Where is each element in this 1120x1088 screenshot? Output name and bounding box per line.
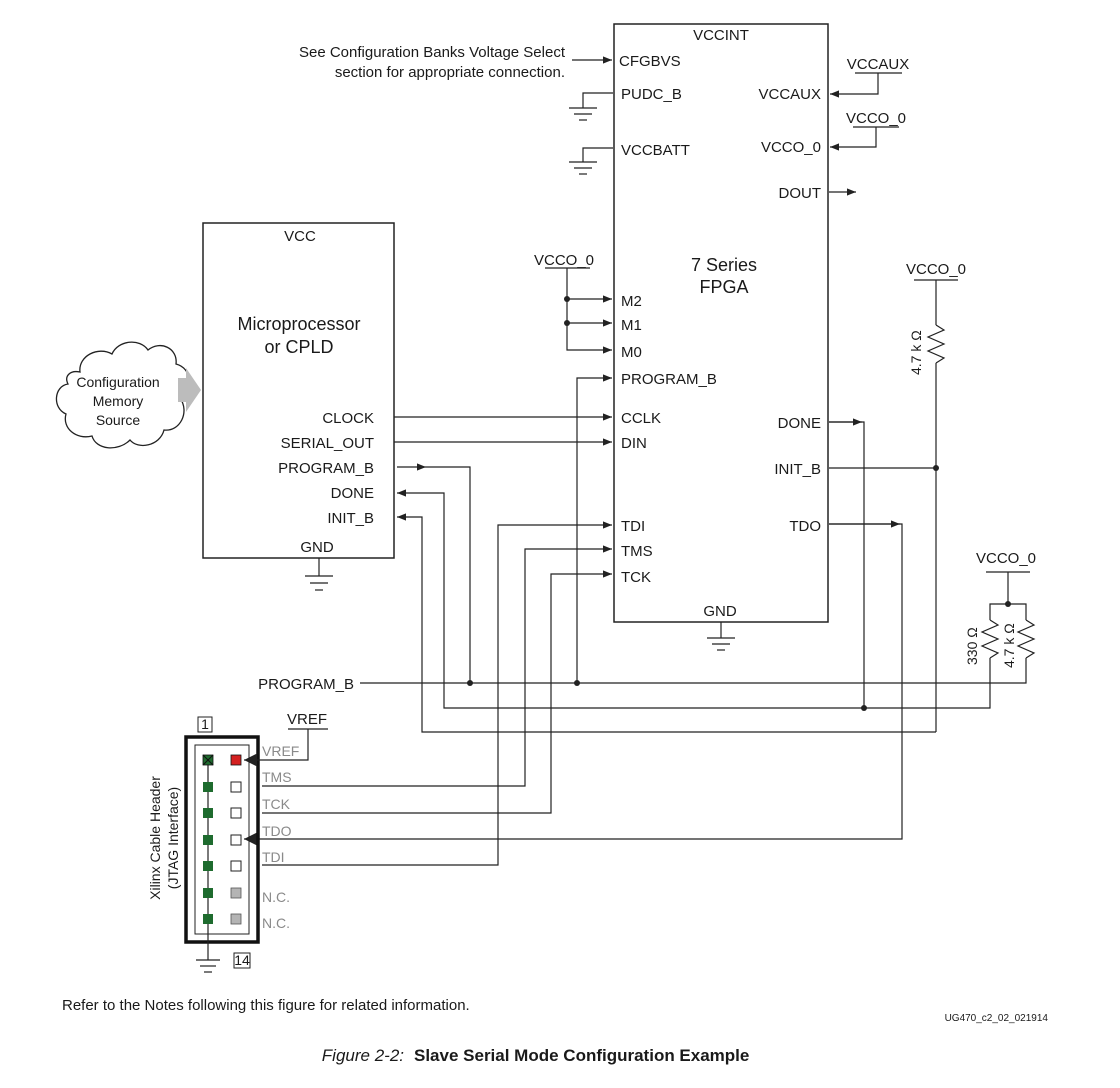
tck-net [262, 570, 612, 814]
header-pin-tms: TMS [262, 769, 292, 785]
fpga-block: VCCINT 7 Series FPGA GND CFGBVS PUDC_B V… [613, 23, 829, 623]
mcu-pin-clock: CLOCK [322, 410, 374, 427]
mcu-gnd-label: GND [300, 539, 334, 556]
pin-cfgbvs: CFGBVS [619, 53, 681, 70]
pin-dout: DOUT [779, 185, 822, 202]
mode-vcco-label: VCCO_0 [534, 252, 594, 269]
vref-supply: VREF [244, 711, 328, 767]
init-vcco-label: VCCO_0 [906, 261, 966, 278]
mcu-vcc-label: VCC [284, 228, 316, 245]
figure-caption-prefix: Figure 2-2: [322, 1046, 404, 1065]
mcu-pin-init-b: INIT_B [327, 510, 374, 527]
memory-source-line3: Source [96, 412, 141, 428]
pudc-ground [569, 92, 613, 121]
pin-m2: M2 [621, 293, 642, 310]
done-330-label: 330 Ω [964, 627, 980, 665]
fpga-ground [707, 622, 735, 651]
pin-tdi: TDI [621, 518, 645, 535]
memory-source-arrow [178, 368, 201, 412]
header-pin-tck: TCK [262, 796, 291, 812]
init-pullup: VCCO_0 4.7 k Ω [829, 261, 966, 732]
pin-tck: TCK [621, 569, 651, 586]
header-pin-nc1: N.C. [262, 889, 290, 905]
pin-m0: M0 [621, 344, 642, 361]
header-pin1-label: 1 [201, 716, 209, 732]
done-47k-label: 4.7 k Ω [1001, 623, 1017, 668]
tms-net [262, 545, 612, 787]
init-resistor-label: 4.7 k Ω [908, 330, 924, 375]
vref-supply-label: VREF [287, 711, 327, 728]
header-pin-vref: VREF [262, 743, 299, 759]
header-pin14-label: 14 [234, 952, 250, 968]
pin-pudc-b: PUDC_B [621, 86, 682, 103]
mcu-block: VCC Microprocessor or CPLD CLOCK SERIAL_… [202, 222, 395, 559]
mcu-title-line1: Microprocessor [237, 314, 360, 334]
pin-din: DIN [621, 435, 647, 452]
pin-done: DONE [778, 415, 821, 432]
mcu-pin-program-b: PROGRAM_B [278, 460, 374, 477]
vcco-supply-label: VCCO_0 [846, 110, 906, 127]
tdi-net [262, 521, 612, 866]
header-pin-tdi: TDI [262, 849, 285, 865]
init-b-net [397, 513, 936, 733]
vccbatt-ground [569, 147, 613, 175]
fpga-gnd-label: GND [703, 603, 737, 620]
program-b-net-label: PROGRAM_B [258, 676, 354, 693]
pin-init-b: INIT_B [774, 461, 821, 478]
header-pin-nc2: N.C. [262, 915, 290, 931]
vccaux-supply: VCCAUX [830, 56, 910, 98]
done-net [829, 421, 865, 708]
pin-cclk: CCLK [621, 410, 661, 427]
vcco-supply: VCCO_0 [830, 110, 906, 151]
pin-vcco-0: VCCO_0 [761, 139, 821, 156]
pin-m1: M1 [621, 317, 642, 334]
doc-id: UG470_c2_02_021914 [945, 1013, 1049, 1024]
cfgbvs-note-line2: section for appropriate connection. [335, 64, 565, 81]
mcu-pin-done: DONE [331, 485, 374, 502]
mcu-pin-serial-out: SERIAL_OUT [281, 435, 374, 452]
done-vcco-label: VCCO_0 [976, 550, 1036, 567]
figure-caption-title: Slave Serial Mode Configuration Example [414, 1046, 749, 1065]
pin-vccaux: VCCAUX [758, 86, 821, 103]
pin-tms: TMS [621, 543, 653, 560]
mcu-title-line2: or CPLD [264, 337, 333, 357]
program-b-net: PROGRAM_B [258, 374, 612, 693]
memory-source-cloud: Configuration Memory Source [55, 341, 201, 449]
vccaux-supply-label: VCCAUX [847, 56, 910, 73]
cfgbvs-note-line1: See Configuration Banks Voltage Select [299, 44, 566, 61]
header-title-line2: (JTAG Interface) [165, 787, 181, 889]
mode-pins-supply: VCCO_0 [534, 252, 612, 354]
mcu-ground [305, 558, 333, 591]
fpga-title-line1: 7 Series [691, 255, 757, 275]
done-pullup: VCCO_0 330 Ω 4.7 k Ω [360, 489, 1036, 709]
jtag-header: 1 14 VREF TMS TCK TDO TDI N.C. N.C. Xili… [147, 716, 299, 973]
header-pin-tdo: TDO [262, 823, 292, 839]
memory-source-line1: Configuration [76, 374, 159, 390]
pin-vccbatt: VCCBATT [621, 142, 690, 159]
fpga-title-line2: FPGA [699, 277, 748, 297]
footnote: Refer to the Notes following this figure… [62, 997, 470, 1014]
header-title-line1: Xilinx Cable Header [147, 776, 163, 900]
pin-tdo: TDO [789, 518, 821, 535]
fpga-vccint-label: VCCINT [693, 27, 749, 44]
pin-program-b: PROGRAM_B [621, 371, 717, 388]
memory-source-line2: Memory [93, 393, 144, 409]
